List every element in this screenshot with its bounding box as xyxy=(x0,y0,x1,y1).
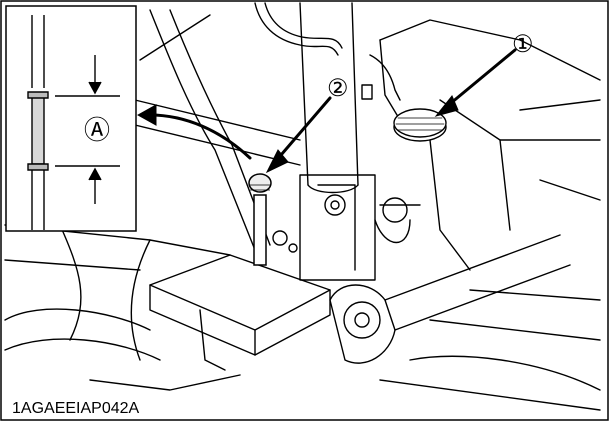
machinery-linework xyxy=(4,2,601,411)
detail-inset: Ⓐ xyxy=(5,5,137,232)
figure-code: 1AGAEEIAP042A xyxy=(12,400,140,417)
callout-2: ② xyxy=(327,75,349,102)
dipstick xyxy=(248,173,272,266)
dimension-label-a: Ⓐ xyxy=(84,115,110,145)
callout-1: ① xyxy=(512,31,534,58)
callout-leaders xyxy=(136,48,517,174)
